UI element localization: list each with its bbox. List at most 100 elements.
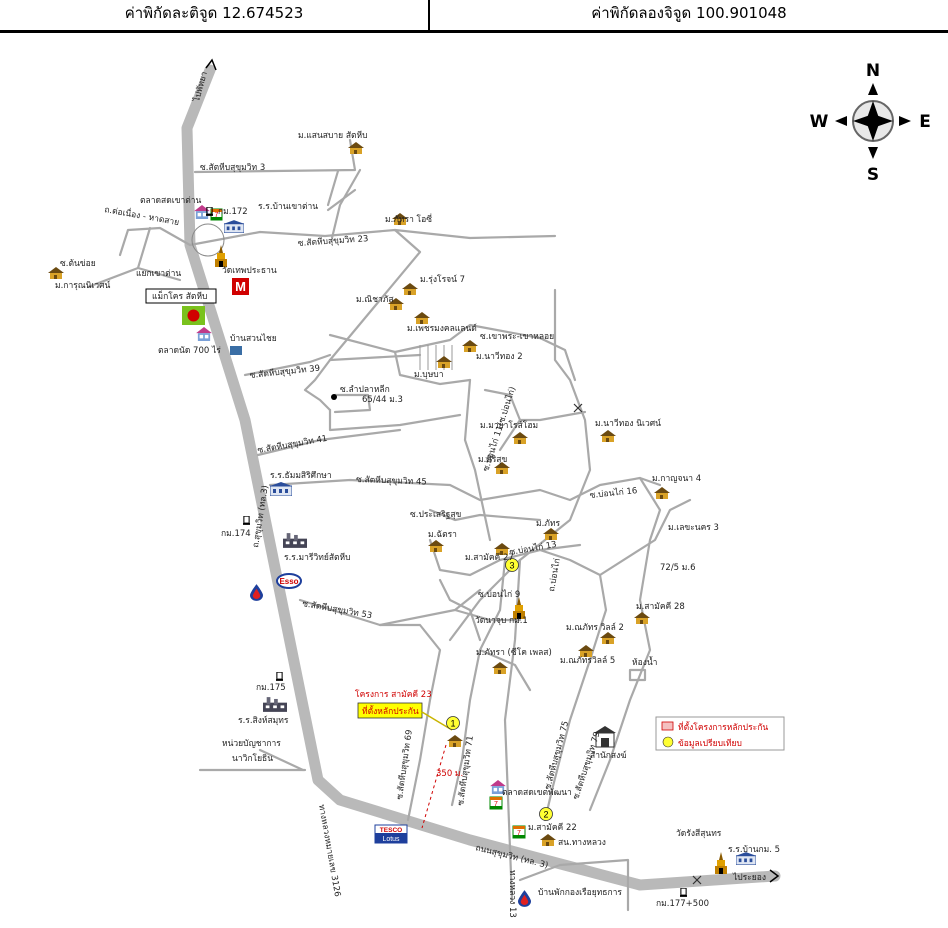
label-soi-ban-khao: ถ.ต่อเนื่อง - หาดสาย	[103, 203, 180, 228]
cross-marks	[573, 403, 702, 885]
label-wat-saensuk: วัดรังสีสุนทร	[676, 828, 722, 839]
label-talad-khaotan: ตลาดสดเขาต่าน	[140, 196, 202, 206]
point-marker	[331, 394, 337, 400]
factory-icon	[263, 697, 287, 712]
svg-text:Esso: Esso	[279, 577, 298, 586]
label-wat-nayao: วัดนาจุบ กม.1	[475, 616, 528, 626]
house-icon	[540, 834, 556, 846]
svg-text:Lotus: Lotus	[382, 836, 400, 843]
label-sala-nakhon: สำนักสงฆ์	[590, 750, 627, 761]
house-icon	[402, 283, 418, 295]
label-naval-unit2: นาวิกโยธิน	[232, 753, 273, 764]
svg-text:7: 7	[517, 830, 521, 837]
svg-text:M: M	[235, 279, 246, 294]
makro-label-box	[145, 288, 217, 304]
house-icon	[462, 340, 478, 352]
compass-east-label: E	[919, 112, 931, 132]
seven-eleven-icon: 7	[512, 825, 526, 839]
label-m-manira: ม.ณิชาภัส	[356, 295, 394, 305]
longitude-cell: ค่าพิกัดลองจิจูด 100.901048	[591, 4, 787, 22]
label-soi41: ซ.สัตหีบสุขุมวิท 41	[257, 433, 329, 456]
label-m-phatra-pl: ม.ภัทรา (ซีโค เพลส)	[476, 647, 552, 658]
label-soi-khon: ซ.ต้นข่อย	[60, 258, 96, 269]
project-highlight-box	[357, 702, 423, 719]
label-m-nanthana5: ม.ณภัทรวิลล์ 5	[560, 655, 615, 666]
label-bonpai-road: ถ.บ่อนไก่	[546, 558, 563, 593]
km-post-icon	[243, 516, 250, 525]
label-m-phetmongkol: ม.เพชรมงคลแลนด์	[407, 323, 477, 334]
label-school-khaotan: ร.ร.บ้านเขาต่าน	[258, 201, 318, 212]
label-km174: กม.174	[221, 529, 251, 539]
location-map: N S W E	[48, 58, 931, 918]
label-wat-thep: วัดเทพประธาน	[222, 266, 277, 276]
local-roads	[86, 138, 692, 912]
label-school-sing: ร.ร.สิงห์สมุทร	[238, 715, 289, 726]
km-post-icon	[276, 672, 283, 681]
label-hong-naam: ห้องน้ำ	[632, 656, 657, 668]
label-school-km5: ร.ร.บ้านกม. 5	[728, 844, 780, 855]
label-km177: กม.177+500	[656, 899, 709, 909]
label-route-3126: ทางหลวงหมายเลข 3126	[316, 804, 342, 898]
khaotan-roundabout	[191, 223, 225, 257]
house-icons	[48, 142, 670, 846]
label-m-khanaphak: ม.ภัทร	[536, 519, 561, 529]
esso-logo-icon: Esso	[276, 573, 302, 589]
label-soi3: ซ.สัตหีบสุขุมวิท 3	[200, 162, 265, 173]
house-icon	[654, 487, 670, 499]
label-km175: กม.175	[256, 683, 286, 693]
label-soi75: ซ.สัตหีบสุขุมวิท 75	[542, 720, 571, 791]
house-icon	[414, 312, 430, 324]
label-soi-bonpai9: ซ.บ่อนไก่ 9	[478, 589, 520, 600]
house-icon	[492, 662, 508, 674]
label-m-karun: ม.การุณนิเวศน์	[55, 280, 111, 291]
label-m-bubpha: ม.บุษบา	[414, 370, 443, 380]
compass-north-label: N	[866, 61, 880, 81]
label-m-mayaroy: ม.มายาโรส์โฮม	[480, 420, 538, 431]
label-soi-khaopra: ซ.เขาพระ-เขาหลอย	[480, 332, 554, 342]
house-icon	[447, 735, 463, 747]
compass-south-label: S	[867, 165, 879, 185]
label-soi-naklua: ซ.ลำปลาหลีก	[340, 384, 390, 395]
market-icon	[196, 327, 212, 341]
marker-2: 2	[539, 807, 553, 821]
svg-text:1: 1	[450, 719, 455, 729]
compass-west-label: W	[810, 112, 829, 132]
label-m-sirisuk: ม.ศิริสุข	[478, 455, 507, 465]
label-talad-sathahip: ตลาดสดเขตพัฒนา	[502, 788, 572, 798]
shrine-icon	[594, 726, 616, 748]
km-post-icon	[680, 888, 687, 897]
label-km172: กม.172	[218, 207, 248, 217]
label-m-nawi2: ม.นาวีทอง 2	[476, 351, 523, 362]
house-icon	[600, 430, 616, 442]
label-m-samakkee22: ม.สามัคคี 22	[528, 822, 577, 833]
label-school-thammasat: ร.ร.ธัมมสิริศึกษา	[270, 471, 332, 481]
label-soi-prachachon: ซ.ประเสริฐสุข	[410, 510, 462, 520]
map-legend: ที่ตั้งโครงการหลักประกัน ข้อมูลเปรียบเที…	[655, 716, 785, 751]
temple-icon	[215, 245, 227, 267]
label-soi39: ซ.สัตหีบสุขุมวิท 39	[249, 363, 320, 381]
temple-icon	[715, 852, 727, 874]
label-m-samalee27: ม.สามัคคี 27	[465, 552, 514, 563]
project-leader-line	[421, 711, 453, 731]
label-to-rayong: ไประยอง	[732, 872, 766, 883]
label-m-saensabai: ม.แสนสบาย สัตหีบ	[298, 130, 368, 141]
svg-text:7: 7	[494, 801, 498, 808]
label-m-chatra: ม.ฉัตรา	[428, 530, 457, 540]
label-soi-bonpai16: ซ.บ่อนไก่ 16	[589, 485, 638, 501]
label-m-navee: ม.นาวีทอง นิเวศน์	[595, 418, 661, 429]
latitude-cell: ค่าพิกัดละติจูด 12.674523	[124, 4, 304, 22]
label-soi53: ซ.สัตหีบสุขุมวิท 53	[301, 598, 373, 621]
legend-comparison-label: ข้อมูลเปรียบเทียบ	[678, 738, 742, 749]
ptt-station-icon	[250, 584, 263, 601]
label-soi69: ซ.สัตหีบสุขุมวิท 69	[394, 729, 415, 801]
legend-collateral-label: ที่ตั้งโครงการหลักประกัน	[678, 721, 768, 733]
factory-icon	[283, 533, 307, 548]
north-arrow	[205, 58, 217, 71]
house-icon	[436, 356, 452, 368]
label-addr-65: 65/44 ม.3	[362, 395, 403, 405]
marker-3: 3	[505, 558, 519, 572]
house-icon	[634, 612, 650, 624]
label-thahan: สน.ทางหลวง	[558, 838, 606, 848]
seven-eleven-icon: 7	[489, 796, 503, 810]
east-arrow	[769, 869, 780, 883]
